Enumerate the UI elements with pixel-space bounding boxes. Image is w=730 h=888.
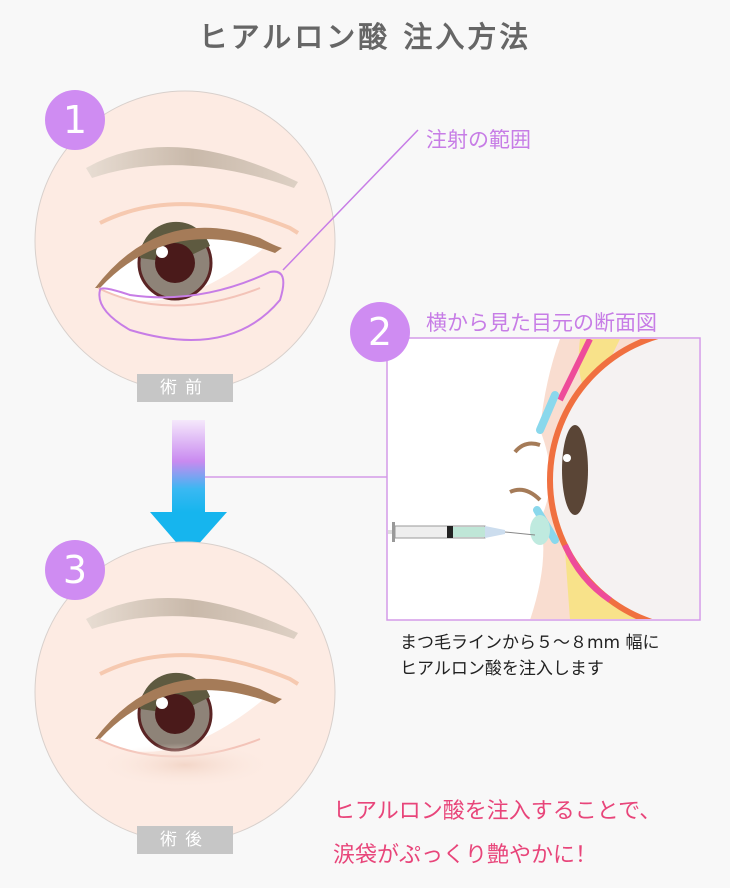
before-eye-illustration xyxy=(34,90,419,392)
cross-section-heading: 横から見た目元の断面図 xyxy=(426,311,657,335)
step-3-badge: 3 xyxy=(45,540,105,600)
page-title: ヒアルロン酸 注入方法 xyxy=(198,20,532,54)
after-eye-illustration xyxy=(34,541,336,843)
result-text: ヒアルロン酸を注入することで、 涙袋がぷっくり艶やかに！ xyxy=(333,790,661,878)
result-line: 涙袋がぷっくり艶やかに！ xyxy=(333,843,598,868)
cross-section-caption: まつ毛ラインから５～８mm 幅に ヒアルロン酸を注入します xyxy=(400,630,660,682)
injection-area-label: 注射の範囲 xyxy=(426,128,531,152)
result-line: ヒアルロン酸を注入することで、 xyxy=(333,799,662,824)
after-tag: 術後 xyxy=(137,826,233,854)
down-arrow-icon xyxy=(150,420,227,556)
syringe-icon xyxy=(388,522,536,542)
caption-line: まつ毛ラインから５～８mm 幅に xyxy=(400,633,660,653)
step-2-badge: 2 xyxy=(350,302,410,362)
step-1-badge: 1 xyxy=(45,90,105,150)
caption-line: ヒアルロン酸を注入します xyxy=(400,659,604,679)
cross-section-diagram xyxy=(386,337,701,621)
before-tag: 術前 xyxy=(137,374,233,402)
